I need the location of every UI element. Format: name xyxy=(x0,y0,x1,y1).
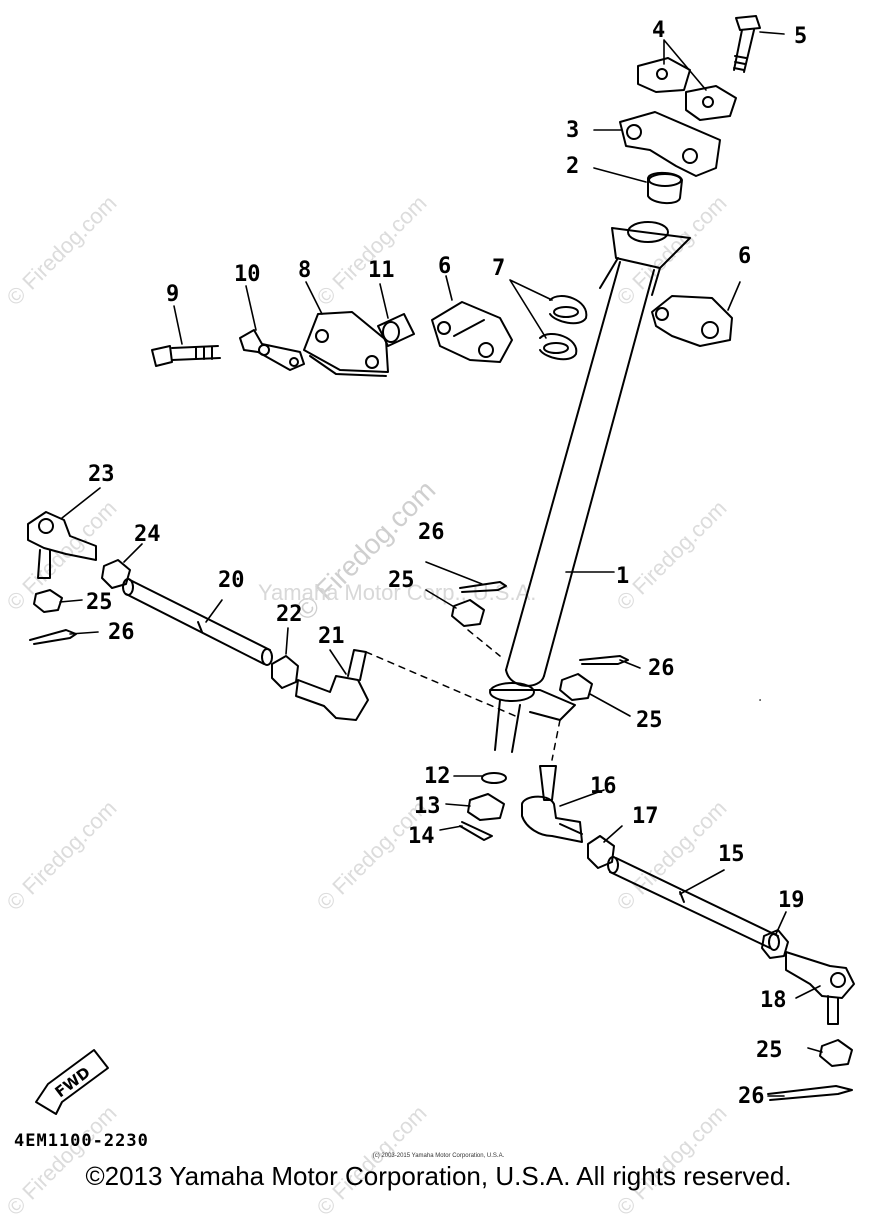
forward-arrow-label: FWD xyxy=(52,1063,94,1101)
top-bolt-part xyxy=(733,15,761,73)
callout-26-left: 26 xyxy=(108,620,135,645)
callout-26-center: 26 xyxy=(418,520,445,545)
callout-7: 7 xyxy=(492,256,506,281)
lower-nut-part xyxy=(467,793,505,821)
callout-9: 9 xyxy=(166,282,180,307)
lock-washer-part xyxy=(239,329,305,371)
nut-left-part xyxy=(101,559,131,589)
callout-3: 3 xyxy=(566,118,580,143)
callout-5: 5 xyxy=(794,24,808,49)
callout-15: 15 xyxy=(718,842,745,867)
bushing-part xyxy=(647,172,683,204)
callout-19: 19 xyxy=(778,888,805,913)
tie-rod-end-left-center-part xyxy=(295,649,369,721)
small-copyright-notice: (c) 2003-2015 Yamaha Motor Corporation, … xyxy=(372,1153,505,1159)
tie-rod-end-center-part xyxy=(521,765,583,843)
callout-26-right: 26 xyxy=(648,656,675,681)
collar-parts xyxy=(539,295,588,361)
leader-lines xyxy=(59,31,823,1097)
assembly-guides xyxy=(365,629,761,761)
sleeve-part xyxy=(377,313,415,347)
tie-rod-end-left-part xyxy=(27,511,97,579)
holder-parts xyxy=(637,57,737,121)
upper-bracket-part xyxy=(619,111,721,177)
clamp-left-part xyxy=(431,301,513,363)
callout-16: 16 xyxy=(590,774,617,799)
callout-20: 20 xyxy=(218,568,245,593)
plate-part xyxy=(303,311,389,377)
callout-17: 17 xyxy=(632,804,659,829)
callout-14: 14 xyxy=(408,824,435,849)
callout-21: 21 xyxy=(318,624,345,649)
tie-rod-right-part xyxy=(607,856,780,951)
callout-11: 11 xyxy=(368,258,395,283)
callout-26-bottom: 26 xyxy=(738,1084,765,1109)
copyright-notice: ©2013 Yamaha Motor Corporation, U.S.A. A… xyxy=(85,1161,792,1191)
castle-nut-part xyxy=(33,589,853,1067)
callout-25-bottom: 25 xyxy=(756,1038,783,1063)
callout-1: 1 xyxy=(616,564,630,589)
callout-24: 24 xyxy=(134,522,161,547)
steering-column-part xyxy=(489,221,691,753)
callout-10: 10 xyxy=(234,262,261,287)
callout-2: 2 xyxy=(566,154,580,179)
callout-6-left: 6 xyxy=(438,254,452,279)
lower-washer-part xyxy=(481,772,507,784)
callout-23: 23 xyxy=(88,462,115,487)
nut-left-center-part xyxy=(271,655,299,689)
callout-22: 22 xyxy=(276,602,303,627)
forward-arrow xyxy=(35,1049,109,1115)
lower-cotter-pin-part xyxy=(459,821,493,841)
callout-8: 8 xyxy=(298,258,312,283)
side-bolt-part xyxy=(151,345,221,367)
tie-rod-left-part xyxy=(122,578,273,666)
callout-25-center: 25 xyxy=(388,568,415,593)
diagram-part-code: 4EM1100-2230 xyxy=(14,1131,149,1151)
tie-rod-end-right-part xyxy=(785,951,855,1025)
callout-4: 4 xyxy=(652,18,666,43)
callout-12: 12 xyxy=(424,764,451,789)
clamp-right-part xyxy=(651,295,733,347)
callout-25-right: 25 xyxy=(636,708,663,733)
callout-13: 13 xyxy=(414,794,441,819)
callout-25-left: 25 xyxy=(86,590,113,615)
cotter-pin-part xyxy=(29,581,853,1101)
callout-18: 18 xyxy=(760,988,787,1013)
nut-center-part xyxy=(587,835,615,869)
callout-6-right: 6 xyxy=(738,244,752,269)
